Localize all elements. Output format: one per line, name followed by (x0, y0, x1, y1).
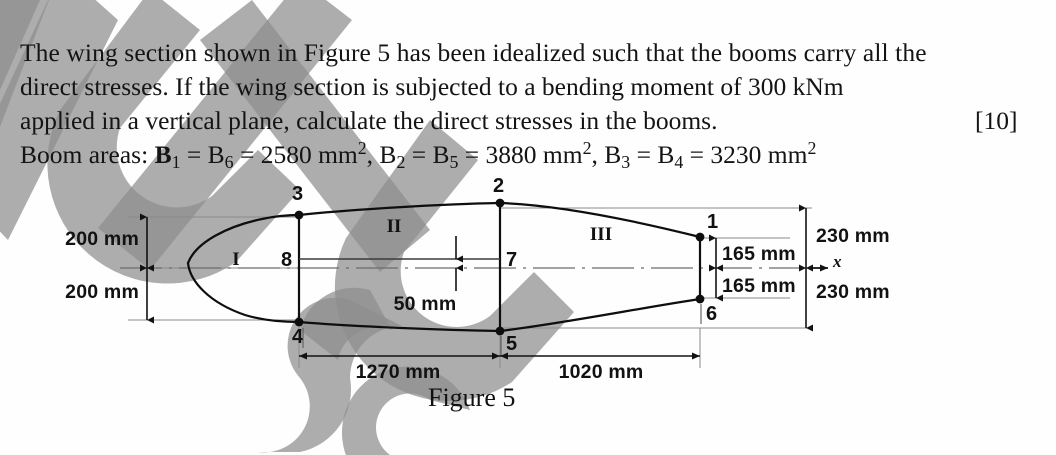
dimension-upper-outer-right: 230 mm (799, 204, 890, 272)
dimension-span-front-text: 1270 mm (356, 361, 441, 383)
boom-areas-eq1: = B (180, 139, 225, 169)
x-axis-label: x (832, 252, 842, 271)
boom-label-3: 3 (292, 183, 303, 205)
question-line-1: The wing section shown in Figure 5 has b… (20, 40, 927, 66)
boom-node-2 (495, 198, 505, 208)
boom-areas-line: Boom areas: B1 = B6 = 2580 mm2, B2 = B5 … (20, 138, 817, 172)
cell-label-II: II (387, 216, 402, 237)
dimension-upper-left: 200 mm (65, 213, 154, 272)
cell-label-III: III (590, 224, 612, 245)
boom-areas-sep2: , B (591, 139, 622, 169)
boom-areas-b1: B (154, 139, 172, 169)
question-marks: [10] (975, 108, 1017, 134)
boom-areas-sep1: , B (366, 139, 397, 169)
question-line-3: applied in a vertical plane, calculate t… (20, 108, 717, 134)
boom-label-5: 5 (506, 333, 517, 355)
question-line-3-text: applied in a vertical plane, calculate t… (20, 106, 718, 135)
dimension-upper-inner-right-text: 165 mm (722, 243, 796, 265)
dimension-span-rear-text: 1020 mm (559, 361, 644, 383)
dimension-span-rear: 1020 mm (500, 352, 700, 383)
boom-label-8: 8 (281, 249, 292, 271)
dimension-mid-gap: 50 mm (394, 236, 463, 315)
figure-caption: Figure 5 (428, 383, 515, 413)
boom-node-6 (695, 294, 705, 304)
boom-label-1: 1 (707, 211, 718, 233)
wing-section-figure: 1 2 3 4 5 6 7 8 I II III 200 mm 200 mm (65, 175, 890, 383)
boom-areas-b1-sub: 1 (171, 151, 181, 172)
boom-areas-sup2: 2 (582, 138, 592, 158)
dimension-lower-left: 200 mm (65, 264, 154, 324)
boom-label-4: 4 (292, 326, 304, 348)
boom-node-3 (294, 210, 304, 220)
cell-label-I: I (232, 249, 239, 270)
boom-label-2: 2 (493, 175, 504, 197)
dimension-upper-inner-right: 165 mm (709, 234, 796, 272)
dimension-lower-inner-right-text: 165 mm (722, 275, 796, 297)
dimension-lower-outer-right-text: 230 mm (816, 281, 890, 303)
question-marks-text: [10] (975, 106, 1018, 135)
boom-node-5 (495, 326, 505, 336)
dimension-upper-left-text: 200 mm (65, 228, 139, 250)
dimension-span-front: 1270 mm (299, 352, 500, 383)
x-axis-arrow: x (808, 252, 842, 272)
boom-node-1 (695, 232, 705, 242)
boom-areas-prefix: Boom areas: (20, 139, 155, 169)
boom-areas-b3-sub: 3 (621, 151, 631, 172)
boom-areas-val2: = 3880 mm (458, 139, 583, 169)
boom-areas-b6-sub: 6 (224, 151, 234, 172)
boom-areas-sup3: 2 (807, 138, 817, 158)
boom-areas-eq2: = B (405, 139, 450, 169)
question-line-2-text: direct stresses. If the wing section is … (20, 72, 844, 101)
dimension-lower-left-text: 200 mm (65, 281, 139, 303)
boom-areas-sup1: 2 (357, 138, 367, 158)
dimension-lower-inner-right: 165 mm (709, 264, 796, 302)
dimension-upper-outer-right-text: 230 mm (816, 225, 890, 247)
boom-areas-b4-sub: 4 (674, 151, 684, 172)
boom-areas-eq3: = B (630, 139, 675, 169)
question-line-2: direct stresses. If the wing section is … (20, 74, 1023, 100)
figure-caption-text: Figure 5 (428, 383, 516, 412)
boom-areas-val3: = 3230 mm (683, 139, 808, 169)
question-line-1-text: The wing section shown in Figure 5 has b… (20, 38, 927, 67)
dimension-lower-outer-right: 230 mm (799, 264, 890, 332)
dimension-mid-gap-text: 50 mm (394, 293, 457, 315)
boom-label-6: 6 (706, 303, 717, 325)
boom-label-7: 7 (506, 249, 517, 271)
boom-areas-val1: = 2580 mm (233, 139, 358, 169)
